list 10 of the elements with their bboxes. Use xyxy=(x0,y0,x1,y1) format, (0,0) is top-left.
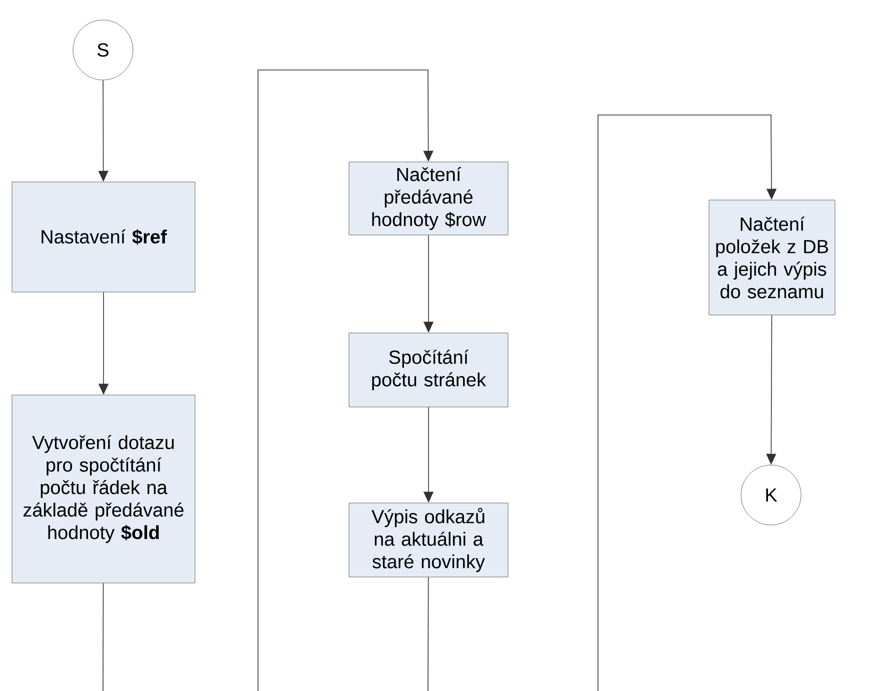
arrow xyxy=(598,114,777,691)
connector-line xyxy=(428,576,429,691)
process-box: Výpis odkazů na aktuálni a staré novinky xyxy=(348,502,508,578)
process-box: Spočítání počtu stránek xyxy=(348,332,508,408)
process-box: Načtení položek z DB a jejich výpis do seznamu xyxy=(708,200,836,316)
connector-line xyxy=(102,582,104,691)
process-box: Načtení předávané hodnoty $row xyxy=(348,162,508,236)
process-box: Nastavení $ref xyxy=(12,182,196,292)
process-box: Vytvoření dotazu pro spočtítání počtu řádek na základě předávané hodnoty $old xyxy=(12,394,196,584)
arrow xyxy=(258,70,434,691)
